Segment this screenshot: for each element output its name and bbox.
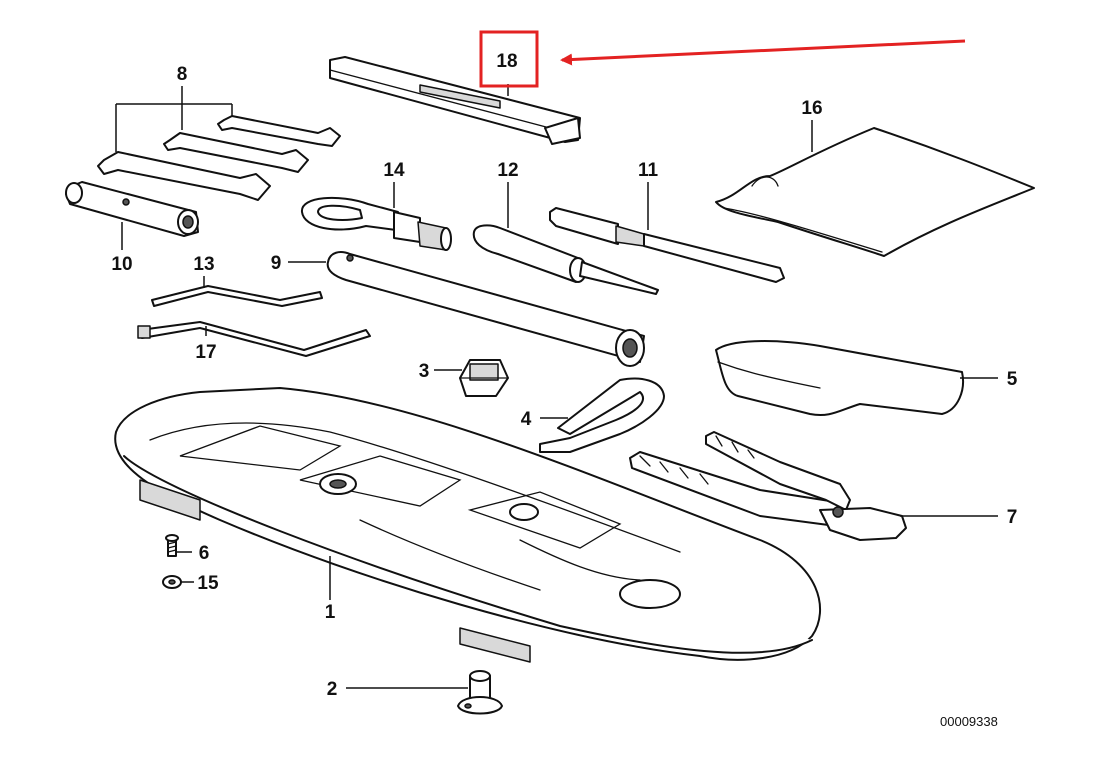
callout-11: 11 <box>638 160 659 181</box>
part-17-hex-key <box>137 321 371 357</box>
highlight-annotation <box>479 30 966 88</box>
callout-3: 3 <box>419 361 430 382</box>
part-2-pin <box>457 670 503 715</box>
callout-9: 9 <box>271 253 282 274</box>
callout-12: 12 <box>497 160 518 181</box>
callout-7: 7 <box>1007 507 1018 528</box>
part-9-tube-spanner <box>326 251 645 367</box>
part-5-pad <box>715 340 964 416</box>
callout-1: 1 <box>325 602 336 623</box>
callout-4: 4 <box>521 409 532 430</box>
callout-5: 5 <box>1007 369 1018 390</box>
callout-labels: 8 10 14 12 11 16 9 13 17 3 4 5 7 1 6 15 … <box>111 51 1017 700</box>
part-18-rail <box>329 56 581 145</box>
callout-15: 15 <box>197 573 219 594</box>
callout-6: 6 <box>199 543 210 564</box>
part-16-cloth <box>715 127 1035 257</box>
callout-16: 16 <box>801 98 822 119</box>
callout-10: 10 <box>111 254 132 275</box>
callout-13: 13 <box>193 254 214 275</box>
part-10-box-spanner <box>65 181 199 237</box>
part-14-towing-eye <box>301 196 452 251</box>
reference-number: 00009338 <box>940 714 998 729</box>
part-13-hex-key <box>151 285 323 307</box>
part-3-nut <box>459 359 509 397</box>
highlight-arrow <box>560 39 966 66</box>
part-8-wrenches <box>97 115 341 201</box>
part-7-lever <box>629 431 907 541</box>
callout-18: 18 <box>496 51 517 72</box>
part-15-washer <box>162 575 182 589</box>
leader-lines <box>115 84 998 689</box>
part-1-tray <box>114 387 821 663</box>
highlight-box <box>479 30 539 88</box>
callout-17: 17 <box>195 342 216 363</box>
callout-2: 2 <box>327 679 338 700</box>
part-6-screw <box>165 534 179 557</box>
part-11-screwdriver-blade <box>549 207 785 283</box>
part-12-screwdriver <box>472 224 659 295</box>
callout-14: 14 <box>383 160 405 181</box>
callout-8: 8 <box>177 64 188 85</box>
part-4-strap <box>539 377 665 453</box>
